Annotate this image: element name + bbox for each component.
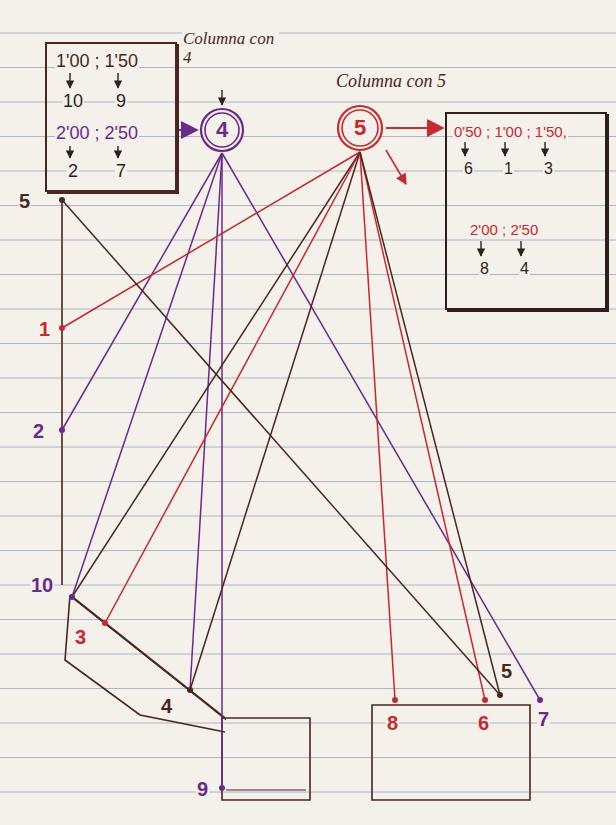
point-number: 1 bbox=[38, 318, 51, 340]
pointer-arrow bbox=[386, 150, 406, 184]
circle-ring bbox=[342, 110, 378, 146]
point-number: 3 bbox=[74, 626, 87, 648]
ground-outline bbox=[62, 200, 530, 800]
table-cell: 1'00 ; 1'50 bbox=[55, 52, 139, 72]
value-arrow bbox=[464, 142, 465, 156]
point-dot bbox=[537, 697, 543, 703]
point-dot bbox=[482, 697, 488, 703]
column-heading: Columna con 5 bbox=[335, 72, 447, 92]
table-cell: 0'50 ; 1'00 ; 1'50, bbox=[453, 124, 568, 141]
table-cell: 4 bbox=[519, 260, 530, 278]
connector-arrow bbox=[179, 129, 197, 131]
column-circle: 4 bbox=[199, 107, 245, 153]
ramp-edge bbox=[65, 595, 225, 732]
point-number: 10 bbox=[30, 574, 54, 596]
table-cell: 7 bbox=[115, 162, 127, 182]
table-cell: 1 bbox=[503, 160, 514, 178]
value-arrow bbox=[504, 142, 505, 156]
ramp-edge bbox=[71, 597, 226, 720]
point-number: 5 bbox=[18, 190, 31, 212]
table-cell: 3 bbox=[543, 160, 554, 178]
circle-ring bbox=[338, 106, 382, 150]
points bbox=[59, 197, 543, 791]
column-circle: 5 bbox=[336, 104, 384, 152]
value-arrow bbox=[69, 73, 70, 88]
ray bbox=[62, 152, 360, 328]
ray bbox=[62, 200, 500, 695]
point-dot bbox=[59, 197, 65, 203]
column-number: 5 bbox=[353, 116, 367, 140]
column-heading: Columna con 4 bbox=[182, 30, 279, 67]
value-arrows bbox=[70, 73, 545, 256]
table-cell: 9 bbox=[115, 92, 127, 112]
ground-block bbox=[372, 705, 530, 800]
point-dot bbox=[59, 325, 65, 331]
point-number: 2 bbox=[32, 420, 45, 442]
point-dot bbox=[69, 594, 75, 600]
point-number: 8 bbox=[386, 712, 399, 734]
left-wall bbox=[61, 200, 63, 585]
table-cell: 2'00 ; 2'50 bbox=[55, 124, 139, 144]
circle-ring bbox=[201, 109, 243, 151]
point-number: 7 bbox=[537, 708, 550, 730]
column-number: 4 bbox=[215, 118, 229, 142]
ground-block bbox=[222, 718, 310, 800]
point-dot bbox=[102, 620, 108, 626]
ray bbox=[190, 152, 360, 690]
value-arrow bbox=[544, 142, 545, 156]
table-cell: 6 bbox=[463, 160, 474, 178]
circle-ring bbox=[205, 113, 239, 147]
table-cell: 2'00 ; 2'50 bbox=[469, 222, 539, 239]
ray bbox=[105, 152, 360, 623]
ray bbox=[360, 152, 395, 700]
point-dot bbox=[497, 692, 503, 698]
table-cell: 8 bbox=[479, 260, 490, 278]
ray bbox=[221, 153, 223, 788]
table-cell: 10 bbox=[62, 92, 84, 112]
ray bbox=[360, 152, 485, 700]
value-arrow bbox=[117, 73, 118, 88]
connector-arrow bbox=[386, 127, 443, 129]
ray bbox=[190, 153, 222, 690]
ground-hatch bbox=[226, 790, 306, 791]
point-number: 6 bbox=[477, 712, 490, 734]
point-dot bbox=[392, 697, 398, 703]
point-number: 5 bbox=[500, 660, 513, 682]
point-number: 4 bbox=[160, 695, 173, 717]
value-arrow bbox=[69, 146, 70, 158]
ray bbox=[222, 153, 540, 700]
point-dot bbox=[187, 687, 193, 693]
value-table: Columna con 41'00 ; 1'501092'00 ; 2'5027 bbox=[45, 42, 177, 192]
rays bbox=[62, 152, 540, 788]
point-dot bbox=[219, 785, 225, 791]
pointer-arrow bbox=[221, 90, 222, 105]
value-arrow bbox=[117, 146, 118, 158]
table-cell: 2 bbox=[67, 162, 79, 182]
point-number: 9 bbox=[196, 778, 209, 800]
value-table: 0'50 ; 1'00 ; 1'50, 6 1 3 2'00 ; 2'50 8 4 bbox=[445, 112, 607, 310]
value-arrow bbox=[520, 241, 521, 256]
ramp-edge bbox=[70, 595, 225, 718]
point-dot bbox=[59, 427, 65, 433]
value-arrow bbox=[480, 241, 481, 256]
